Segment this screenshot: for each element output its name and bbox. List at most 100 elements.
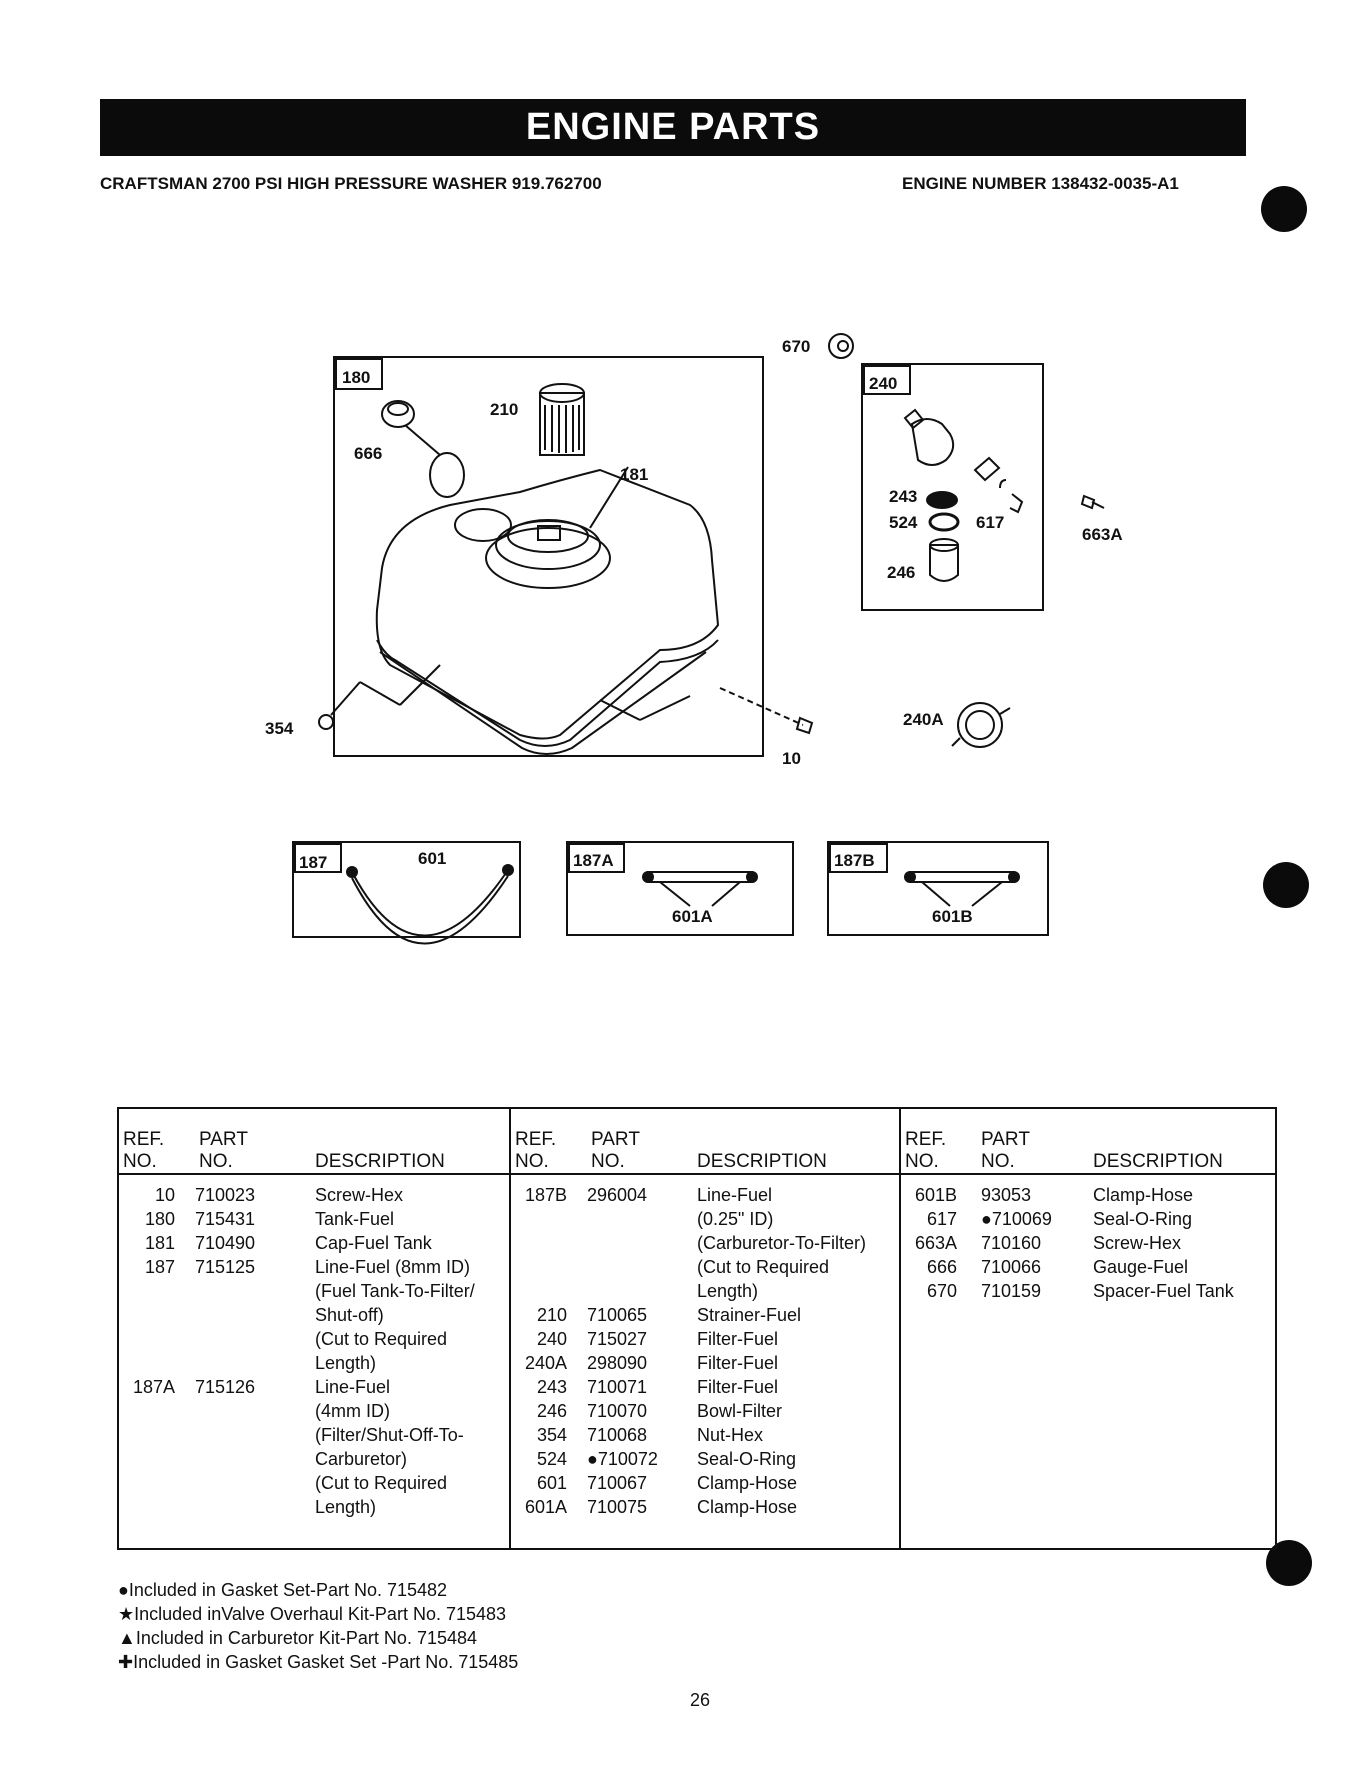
description: Filter-Fuel	[697, 1377, 779, 1397]
ref-no: 243	[536, 1377, 567, 1397]
description: Clamp-Hose	[1093, 1185, 1194, 1205]
table-row: (Cut to Required	[119, 1471, 509, 1495]
part-no: 710159	[981, 1281, 1042, 1301]
table-row: 187B 296004 Line-Fuel	[511, 1183, 901, 1207]
hex-screw-663A	[1080, 494, 1105, 510]
fuel-line-025	[909, 871, 1015, 883]
ref-no: 181	[144, 1233, 175, 1253]
part-no: 298090	[587, 1353, 648, 1373]
table-row: (Cut to Required	[119, 1327, 509, 1351]
fuel-gauge-opening	[454, 508, 512, 542]
description: (Cut to Required	[315, 1329, 448, 1349]
description: Spacer-Fuel Tank	[1093, 1281, 1234, 1301]
fuel-tank-body	[375, 468, 720, 740]
ref-no: 663A	[914, 1233, 957, 1253]
table-row: Length)	[119, 1495, 509, 1519]
description: (4mm ID)	[315, 1401, 390, 1421]
header-ref-no: NO.	[123, 1151, 157, 1172]
label-187A: 187A	[573, 851, 614, 870]
label-601: 601	[418, 849, 446, 868]
part-no: 710070	[587, 1401, 648, 1421]
table-row: (Carburetor-To-Filter)	[511, 1231, 901, 1255]
label-670: 670	[782, 337, 810, 356]
description: Gauge-Fuel	[1093, 1257, 1189, 1277]
hex-screw	[795, 716, 814, 735]
parts-column-2: REF. NO. PART NO. DESCRIPTION 187B 296004…	[509, 1109, 901, 1548]
part-no: 710071	[587, 1377, 648, 1397]
ref-no: 210	[536, 1305, 567, 1325]
ref-no: 524	[536, 1449, 567, 1469]
fuel-cap	[485, 527, 611, 589]
ref-no: 240	[536, 1329, 567, 1349]
seal-o-ring-617	[1009, 493, 1024, 514]
table-row: 670 710159 Spacer-Fuel Tank	[901, 1279, 1277, 1303]
description: Line-Fuel	[315, 1377, 391, 1397]
ref-no: 187B	[524, 1185, 567, 1205]
o-ring-524	[928, 512, 960, 532]
label-187: 187	[299, 853, 327, 872]
table-row: 663A 710160 Screw-Hex	[901, 1231, 1277, 1255]
header-ref: REF.	[515, 1129, 557, 1150]
label-524: 524	[889, 513, 918, 532]
fuel-strainer	[539, 392, 585, 456]
description: Line-Fuel	[697, 1185, 773, 1205]
label-246: 246	[887, 563, 915, 582]
table-row: Length)	[119, 1351, 509, 1375]
part-no: 710067	[587, 1473, 648, 1493]
table-row: 243 710071 Filter-Fuel	[511, 1375, 901, 1399]
description: Screw-Hex	[1093, 1233, 1182, 1253]
footnote-valve-kit: ★Included inValve Overhaul Kit-Part No. …	[118, 1604, 507, 1624]
part-no: 93053	[981, 1185, 1032, 1205]
part-no: 710160	[981, 1233, 1042, 1253]
fuel-gauge	[381, 400, 415, 428]
column-header: REF. NO. PART NO. DESCRIPTION	[901, 1109, 1277, 1175]
filter-bowl	[929, 544, 959, 582]
description: Line-Fuel (8mm ID)	[315, 1257, 471, 1277]
header-ref-no: NO.	[515, 1151, 549, 1172]
description: Seal-O-Ring	[1093, 1209, 1193, 1229]
header-part: PART	[199, 1129, 248, 1150]
header-description: DESCRIPTION	[1093, 1151, 1223, 1172]
label-181: 181	[620, 465, 648, 484]
box-180	[333, 356, 764, 757]
description: Strainer-Fuel	[697, 1305, 802, 1325]
ref-no: 10	[154, 1185, 175, 1205]
label-601B: 601B	[932, 907, 973, 926]
label-663A: 663A	[1082, 525, 1123, 544]
table-row: (4mm ID)	[119, 1399, 509, 1423]
ref-no: 240A	[524, 1353, 567, 1373]
header-part-no: NO.	[591, 1151, 625, 1172]
table-row: Length)	[511, 1279, 901, 1303]
header-ref: REF.	[123, 1129, 165, 1150]
column-header: REF. NO. PART NO. DESCRIPTION	[511, 1109, 901, 1175]
ref-no: 617	[926, 1209, 957, 1229]
part-no: ●710072	[587, 1449, 658, 1469]
hex-nut	[318, 714, 334, 730]
part-no: 710068	[587, 1425, 648, 1445]
part-no: 296004	[587, 1185, 648, 1205]
punch-hole	[1261, 186, 1307, 232]
label-240: 240	[869, 374, 897, 393]
description: Length)	[697, 1281, 759, 1301]
label-666: 666	[354, 444, 382, 463]
punch-hole	[1263, 862, 1309, 908]
header-description: DESCRIPTION	[697, 1151, 827, 1172]
description: Shut-off)	[315, 1305, 384, 1325]
ref-no: 670	[926, 1281, 957, 1301]
description: (Cut to Required	[697, 1257, 830, 1277]
description: (Filter/Shut-Off-To-	[315, 1425, 464, 1445]
label-617: 617	[976, 513, 1004, 532]
